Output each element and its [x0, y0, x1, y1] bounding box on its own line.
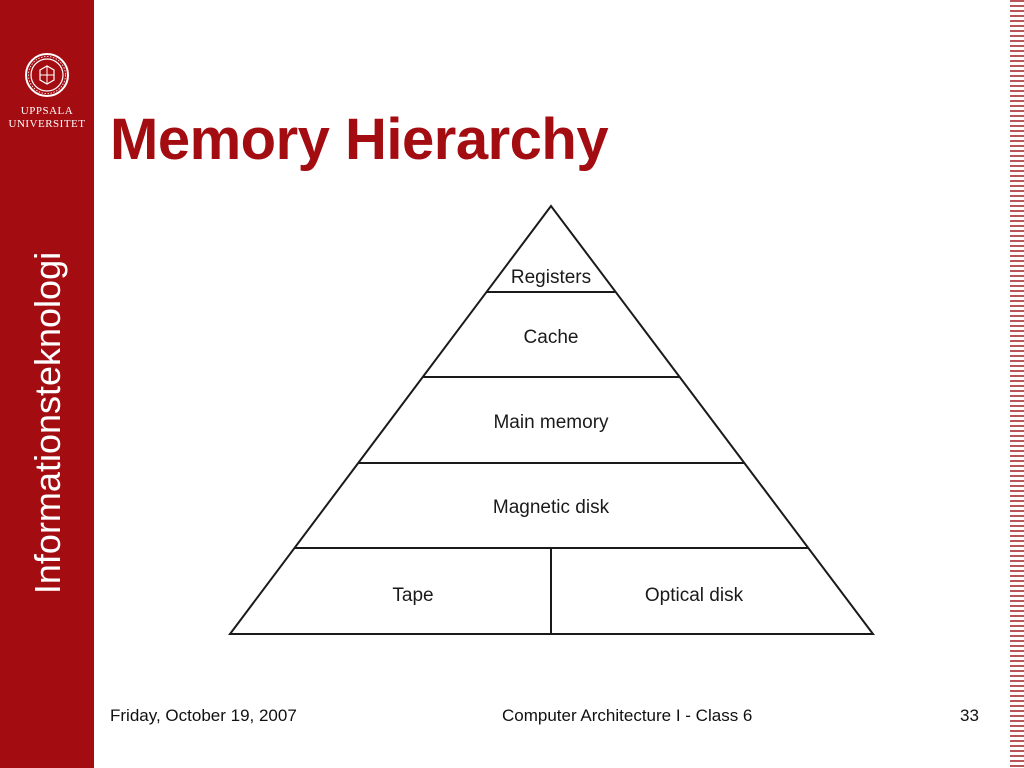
level-tape: Tape — [392, 585, 433, 606]
footer-course-title: Computer Architecture I - Class 6 — [502, 706, 753, 725]
level-registers: Registers — [511, 267, 591, 288]
footer-page-number: 33 — [960, 706, 979, 725]
university-name-line2: UNIVERSITET — [8, 118, 86, 130]
level-magnetic-disk: Magnetic disk — [493, 497, 610, 518]
university-name-line1: UPPSALA — [20, 105, 74, 117]
university-seal-icon — [25, 53, 69, 97]
sidebar: UPPSALA UNIVERSITET Informationsteknolog… — [0, 0, 94, 768]
footer-date: Friday, October 19, 2007 — [110, 706, 297, 725]
slide-title: Memory Hierarchy — [110, 107, 609, 172]
decorative-stripes — [1010, 0, 1024, 768]
level-optical-disk: Optical disk — [645, 585, 744, 606]
level-cache: Cache — [524, 327, 579, 348]
level-main-memory: Main memory — [493, 412, 609, 433]
